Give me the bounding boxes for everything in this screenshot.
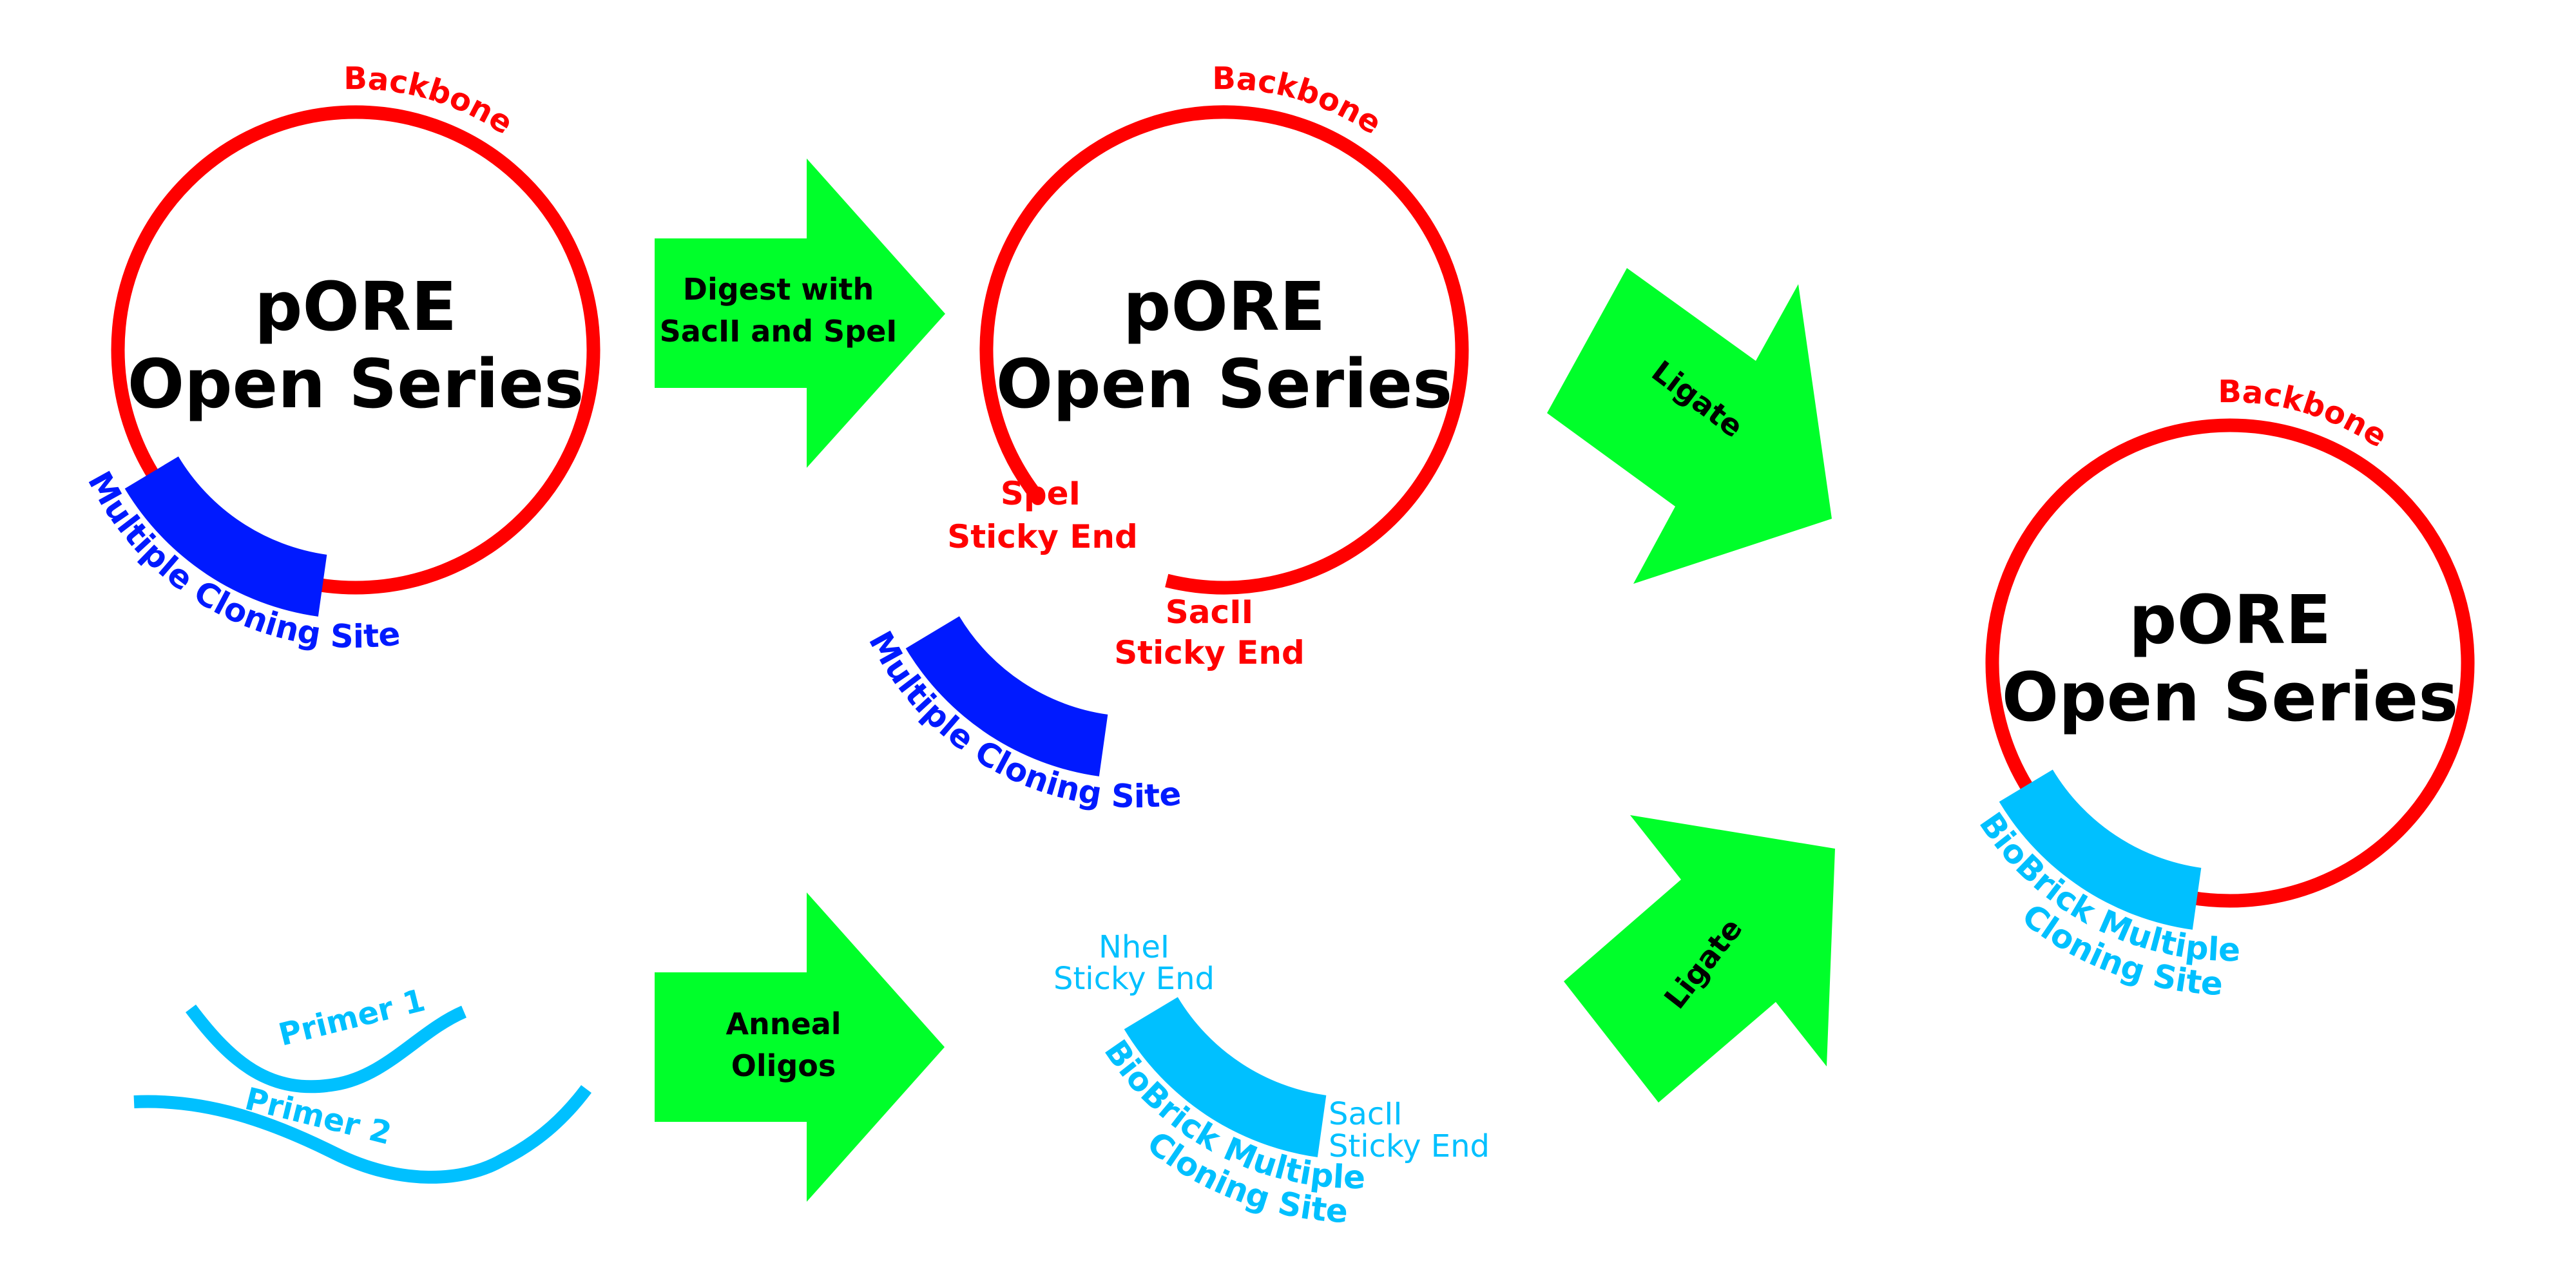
spei-end-label-line2: Sticky End	[947, 518, 1137, 555]
arrow-label-line2: SacII and SpeI	[660, 314, 898, 349]
plasmid-title-line1: pORE	[1123, 267, 1325, 346]
sacii-end-label-line2: Sticky End	[1114, 634, 1304, 671]
sacii-end-label-line1: SacII	[1329, 1096, 1403, 1132]
primer1-strand	[186, 1004, 467, 1093]
sacii-end-label-line2: Sticky End	[1329, 1128, 1490, 1164]
backbone-open-ring	[979, 105, 1469, 595]
biobrick-mcs-block	[1999, 769, 2202, 930]
plasmid-title-line1: pORE	[2129, 581, 2331, 659]
nhei-end-label-line2: Sticky End	[1053, 961, 1215, 997]
mcs-block	[905, 616, 1108, 776]
diagonal-arrow-icon	[1564, 815, 1835, 1103]
arrow-label-line1: Anneal	[726, 1006, 841, 1041]
plasmid-final: Backbone BioBrick Multiple Cloning Site …	[1972, 374, 2475, 1003]
primers: Primer 1 Primer 2	[133, 982, 591, 1184]
diagonal-arrow-icon	[1547, 268, 1832, 584]
arrow-anneal: Anneal Oligos	[655, 892, 945, 1202]
nhei-end-label-line1: NheI	[1099, 929, 1169, 965]
plasmid-digested: Backbone pORE Open Series SpeI Sticky En…	[947, 61, 1469, 671]
backbone-ring	[111, 105, 601, 595]
backbone-ring	[1985, 418, 2475, 908]
plasmid-title-line2: Open Series	[996, 345, 1452, 423]
sacii-end-label-line1: SacII	[1166, 593, 1254, 631]
primer2-strand	[133, 1084, 591, 1184]
plasmid-title-line2: Open Series	[128, 345, 584, 423]
right-arrow-icon	[655, 892, 945, 1202]
right-arrow-icon	[655, 159, 945, 468]
arrow-label-line1: Digest with	[683, 272, 874, 307]
biobrick-mcs-block	[1124, 997, 1327, 1157]
spei-end-label-line1: SpeI	[1001, 475, 1081, 512]
arrow-ligate-bottom: Ligate	[1564, 815, 1835, 1103]
arrow-ligate-top: Ligate	[1547, 268, 1832, 584]
arrow-digest: Digest with SacII and SpeI	[655, 159, 945, 468]
arrow-label-line2: Oligos	[731, 1048, 836, 1083]
plasmid-title-line2: Open Series	[2002, 658, 2458, 737]
plasmid-title-line1: pORE	[255, 267, 457, 346]
mcs-block	[124, 456, 327, 617]
biobrick-fragment: NheI Sticky End SacII Sticky End BioBric…	[1053, 929, 1490, 1230]
plasmid-original: Backbone Multiple Cloning Site pORE Open…	[81, 61, 601, 655]
